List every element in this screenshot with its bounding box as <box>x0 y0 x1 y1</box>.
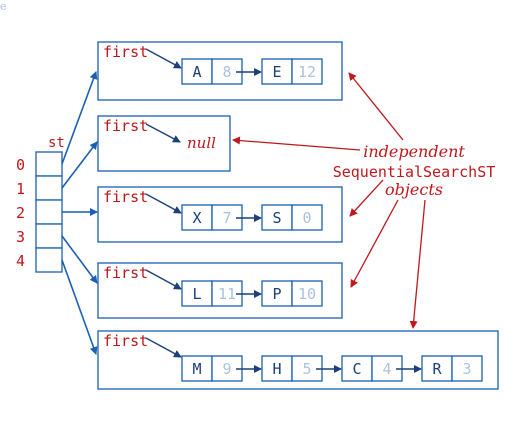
node-value: 0 <box>302 209 311 227</box>
node-links <box>236 68 422 373</box>
index-label: 4 <box>16 252 25 270</box>
node-key: E <box>272 63 281 81</box>
annotation-line-2: SequentialSearchST <box>333 163 496 181</box>
annotation-arrow <box>348 72 404 141</box>
chain-container <box>97 41 343 101</box>
index-label: 0 <box>16 156 25 174</box>
array-cell <box>35 199 63 225</box>
first-pointer-arrow <box>145 48 182 69</box>
array-name-label: st <box>48 135 65 151</box>
corner-fragment-text: e <box>0 0 7 13</box>
chain-container <box>97 186 343 243</box>
node: C 4 <box>341 355 403 382</box>
chain-container <box>97 115 231 172</box>
node-key: X <box>192 209 201 227</box>
node-key: L <box>192 285 201 303</box>
node-key: H <box>272 360 281 378</box>
first-label: first <box>103 264 148 282</box>
index-label: 1 <box>16 180 25 198</box>
null-label: null <box>187 134 216 152</box>
annotation-arrow <box>232 136 361 151</box>
array-pointer-arrow <box>61 71 98 165</box>
node-value: 12 <box>298 63 316 81</box>
array-cells <box>35 151 63 273</box>
index-label: 3 <box>16 228 25 246</box>
first-label: first <box>103 332 148 350</box>
array-cell <box>35 223 63 249</box>
node: A 8 <box>181 58 243 85</box>
node-key: C <box>352 360 361 378</box>
node-value: 3 <box>462 360 471 378</box>
array-cell <box>35 151 63 177</box>
first-pointers <box>145 48 182 358</box>
node: X 7 <box>181 204 243 231</box>
node: L 11 <box>181 280 243 307</box>
first-pointer-arrow <box>145 193 182 214</box>
node: P 10 <box>261 280 323 307</box>
first-label: first <box>103 117 148 135</box>
first-label: first <box>103 43 148 61</box>
node: S 0 <box>261 204 323 231</box>
node-key: A <box>192 63 201 81</box>
chain-container <box>97 330 499 390</box>
chain-container <box>97 262 343 319</box>
annotation: independent SequentialSearchST objects <box>333 142 496 199</box>
first-pointer-arrow <box>145 337 182 358</box>
annotation-arrow <box>350 199 399 288</box>
node-value: 8 <box>222 63 231 81</box>
node-value: 7 <box>222 209 231 227</box>
node: M 9 <box>181 355 243 382</box>
index-label: 2 <box>16 204 25 222</box>
index-labels: 0 1 2 3 4 <box>16 156 25 270</box>
first-pointer-arrow <box>145 269 182 290</box>
array-pointers <box>61 71 98 355</box>
node: E 12 <box>261 58 323 85</box>
annotation-arrow <box>349 179 384 217</box>
array-pointer-arrow <box>61 141 98 189</box>
node-value: 4 <box>382 360 391 378</box>
chain-containers <box>97 41 499 390</box>
annotation-line-1: independent <box>363 142 465 161</box>
node: R 3 <box>421 355 483 382</box>
annotation-arrows <box>232 72 426 329</box>
chain-nodes: A 8 E 12 X 7 S 0 L 11 <box>181 58 483 382</box>
node: H 5 <box>261 355 323 382</box>
annotation-line-3: objects <box>385 180 443 199</box>
first-pointer-arrow <box>145 123 181 143</box>
node-value: 5 <box>302 360 311 378</box>
array-cell <box>35 247 63 273</box>
node-value: 11 <box>218 285 236 303</box>
array-pointer-arrow <box>61 235 98 284</box>
node-key: P <box>272 285 281 303</box>
node-value: 9 <box>222 360 231 378</box>
array-cell <box>35 175 63 201</box>
node-key: M <box>192 360 201 378</box>
node-value: 10 <box>298 285 316 303</box>
node-key: S <box>272 209 281 227</box>
array-pointer-arrow <box>61 259 98 355</box>
first-label: first <box>103 188 148 206</box>
annotation-arrow <box>409 199 426 329</box>
node-key: R <box>432 360 442 378</box>
first-labels: first first first first first <box>103 43 148 350</box>
